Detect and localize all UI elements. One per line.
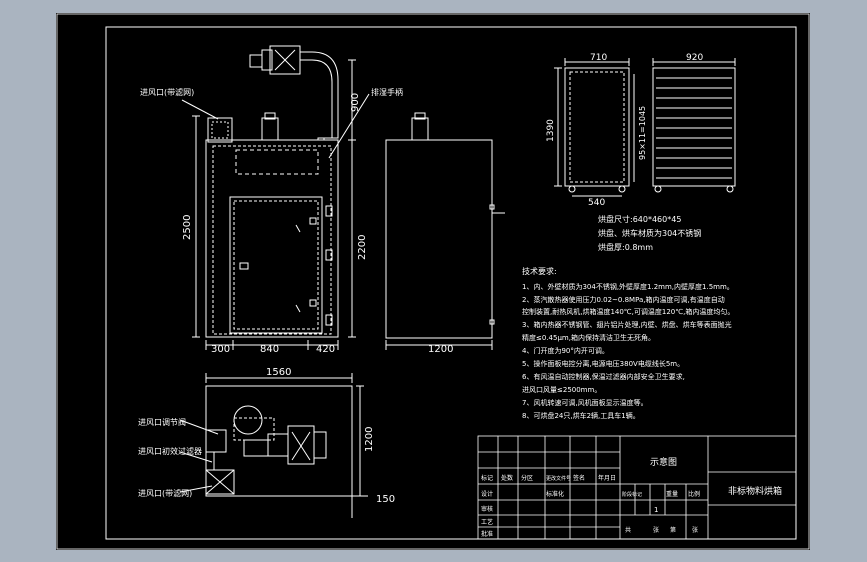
outer-border [56, 13, 810, 550]
dim-top-width: 1560 [266, 367, 291, 378]
tray-specs: 烘盘尺寸:640*460*45 烘盘、烘车材质为304不锈钢 烘盘厚:0.8mm [598, 214, 701, 252]
tb-cell-1: 标记 [481, 474, 493, 482]
tb-cell-4: 更改文件号 [546, 475, 571, 482]
dim-middle: 840 [260, 344, 279, 355]
tb-cell-5: 签名 [573, 474, 585, 482]
note-5: 精度≤0.45μm,箱内保持清洁卫生无死角。 [522, 333, 655, 342]
cart-labels: 710 1390 95×11=1045 540 920 [546, 53, 703, 208]
front-view [181, 45, 370, 350]
note-7: 5、操作面板电控分离,电源电压380V电缆线长5m。 [522, 359, 684, 368]
spec-line-2: 烘盘、烘车材质为304不锈钢 [598, 228, 701, 238]
note-4: 3、箱内热器不锈钢管、翅片铝片处理,内壁、烘盘、烘车等表面抛光 [522, 320, 732, 329]
title-drawing-name: 非标物料烘箱 [728, 485, 782, 497]
notes-title: 技术要求: [522, 266, 557, 276]
tb-cell-13: 工艺 [481, 518, 493, 526]
spec-line-1: 烘盘尺寸:640*460*45 [598, 214, 681, 224]
dim-cart-height: 1390 [546, 119, 556, 142]
dim-cart-pitch: 95×11=1045 [638, 106, 647, 160]
dim-height-total: 2500 [182, 215, 193, 240]
dim-cart-top-width: 710 [590, 53, 607, 63]
label-inlet-filter: 进风口初效过滤器 [138, 446, 202, 456]
dim-top-base: 150 [376, 494, 395, 505]
note-9: 进风口风量≤2500mm。 [522, 386, 601, 394]
tb-cell-3: 分区 [521, 474, 533, 482]
dim-right: 420 [316, 344, 335, 355]
spec-line-3: 烘盘厚:0.8mm [598, 242, 653, 252]
drawing-background [56, 13, 810, 550]
side-view [385, 112, 505, 350]
inner-border [105, 26, 797, 540]
note-2: 2、蒸汽散热器使用压力0.02~0.8MPa,箱内温度可调,有温度自动 [522, 295, 725, 304]
note-11: 8、可烘盘24只,烘车2辆,工具车1辆。 [522, 411, 640, 420]
dim-cart-tray-width: 920 [686, 53, 703, 63]
dim-top-depth: 1200 [364, 427, 375, 452]
note-6: 4、门开度为90°内开可调。 [522, 346, 609, 355]
tb-cell-16: 张 [653, 526, 659, 534]
label-inlet-bottom: 进风口(带滤网) [138, 488, 192, 498]
front-view-labels: 进风口(带滤网) 排湿手柄 2500 2200 900 300 840 420 [140, 87, 403, 355]
tb-cell-8: 标准化 [546, 490, 564, 498]
note-1: 1、内、外壁材质为304不锈钢,外壁厚度1.2mm,内壁厚度1.5mm。 [522, 282, 734, 291]
tb-cell-6: 年月日 [598, 474, 616, 482]
dim-side-depth: 1200 [428, 344, 453, 355]
title-block [477, 435, 797, 540]
note-8: 6、有风温自动控制器,保温过滤器内部安全卫生要求, [522, 372, 685, 381]
label-inlet-regulator: 进风口调节阀 [138, 418, 186, 427]
dim-cart-bottom-width: 540 [588, 198, 605, 208]
title-center-label: 示意图 [650, 456, 677, 468]
tb-cell-14: 批准 [481, 530, 493, 538]
tb-cell-18: 张 [692, 526, 698, 534]
dim-height-inner: 2200 [357, 235, 368, 260]
top-view-labels: 进风口调节阀 进风口初效过滤器 进风口(带滤网) 1560 1200 150 [138, 367, 395, 505]
tb-cell-10: 重量 [666, 490, 678, 498]
note-10: 7、风机转速可调,风机面板显示温度等。 [522, 398, 648, 407]
tb-cell-17: 第 [670, 526, 676, 534]
dim-left: 300 [211, 344, 230, 355]
title-block-text: 示意图 非标物料烘箱 标记 处数 分区 更改文件号 签名 年月日 设计 标准化 … [481, 456, 782, 538]
tb-cell-7: 设计 [481, 490, 493, 498]
top-view [179, 373, 368, 518]
tb-sheet-number: 1 [654, 506, 658, 514]
tb-cell-9: 阶段标记 [622, 491, 642, 498]
tb-cell-11: 比例 [688, 490, 700, 498]
label-exhaust: 排湿手柄 [371, 87, 403, 97]
tb-cell-2: 处数 [501, 474, 513, 482]
label-inlet-top: 进风口(带滤网) [140, 87, 194, 97]
tb-cell-12: 审核 [481, 505, 493, 513]
note-3: 控制装置,耐热风机,烘箱温度140℃,可调温度120℃,箱内温度均匀。 [522, 307, 734, 316]
cart-front-view [554, 58, 635, 197]
cart-side-view [652, 58, 736, 193]
dim-duct: 900 [350, 93, 361, 112]
technical-notes: 技术要求: 1、内、外壁材质为304不锈钢,外壁厚度1.2mm,内壁厚度1.5m… [522, 266, 734, 420]
tb-cell-15: 共 [625, 526, 631, 534]
